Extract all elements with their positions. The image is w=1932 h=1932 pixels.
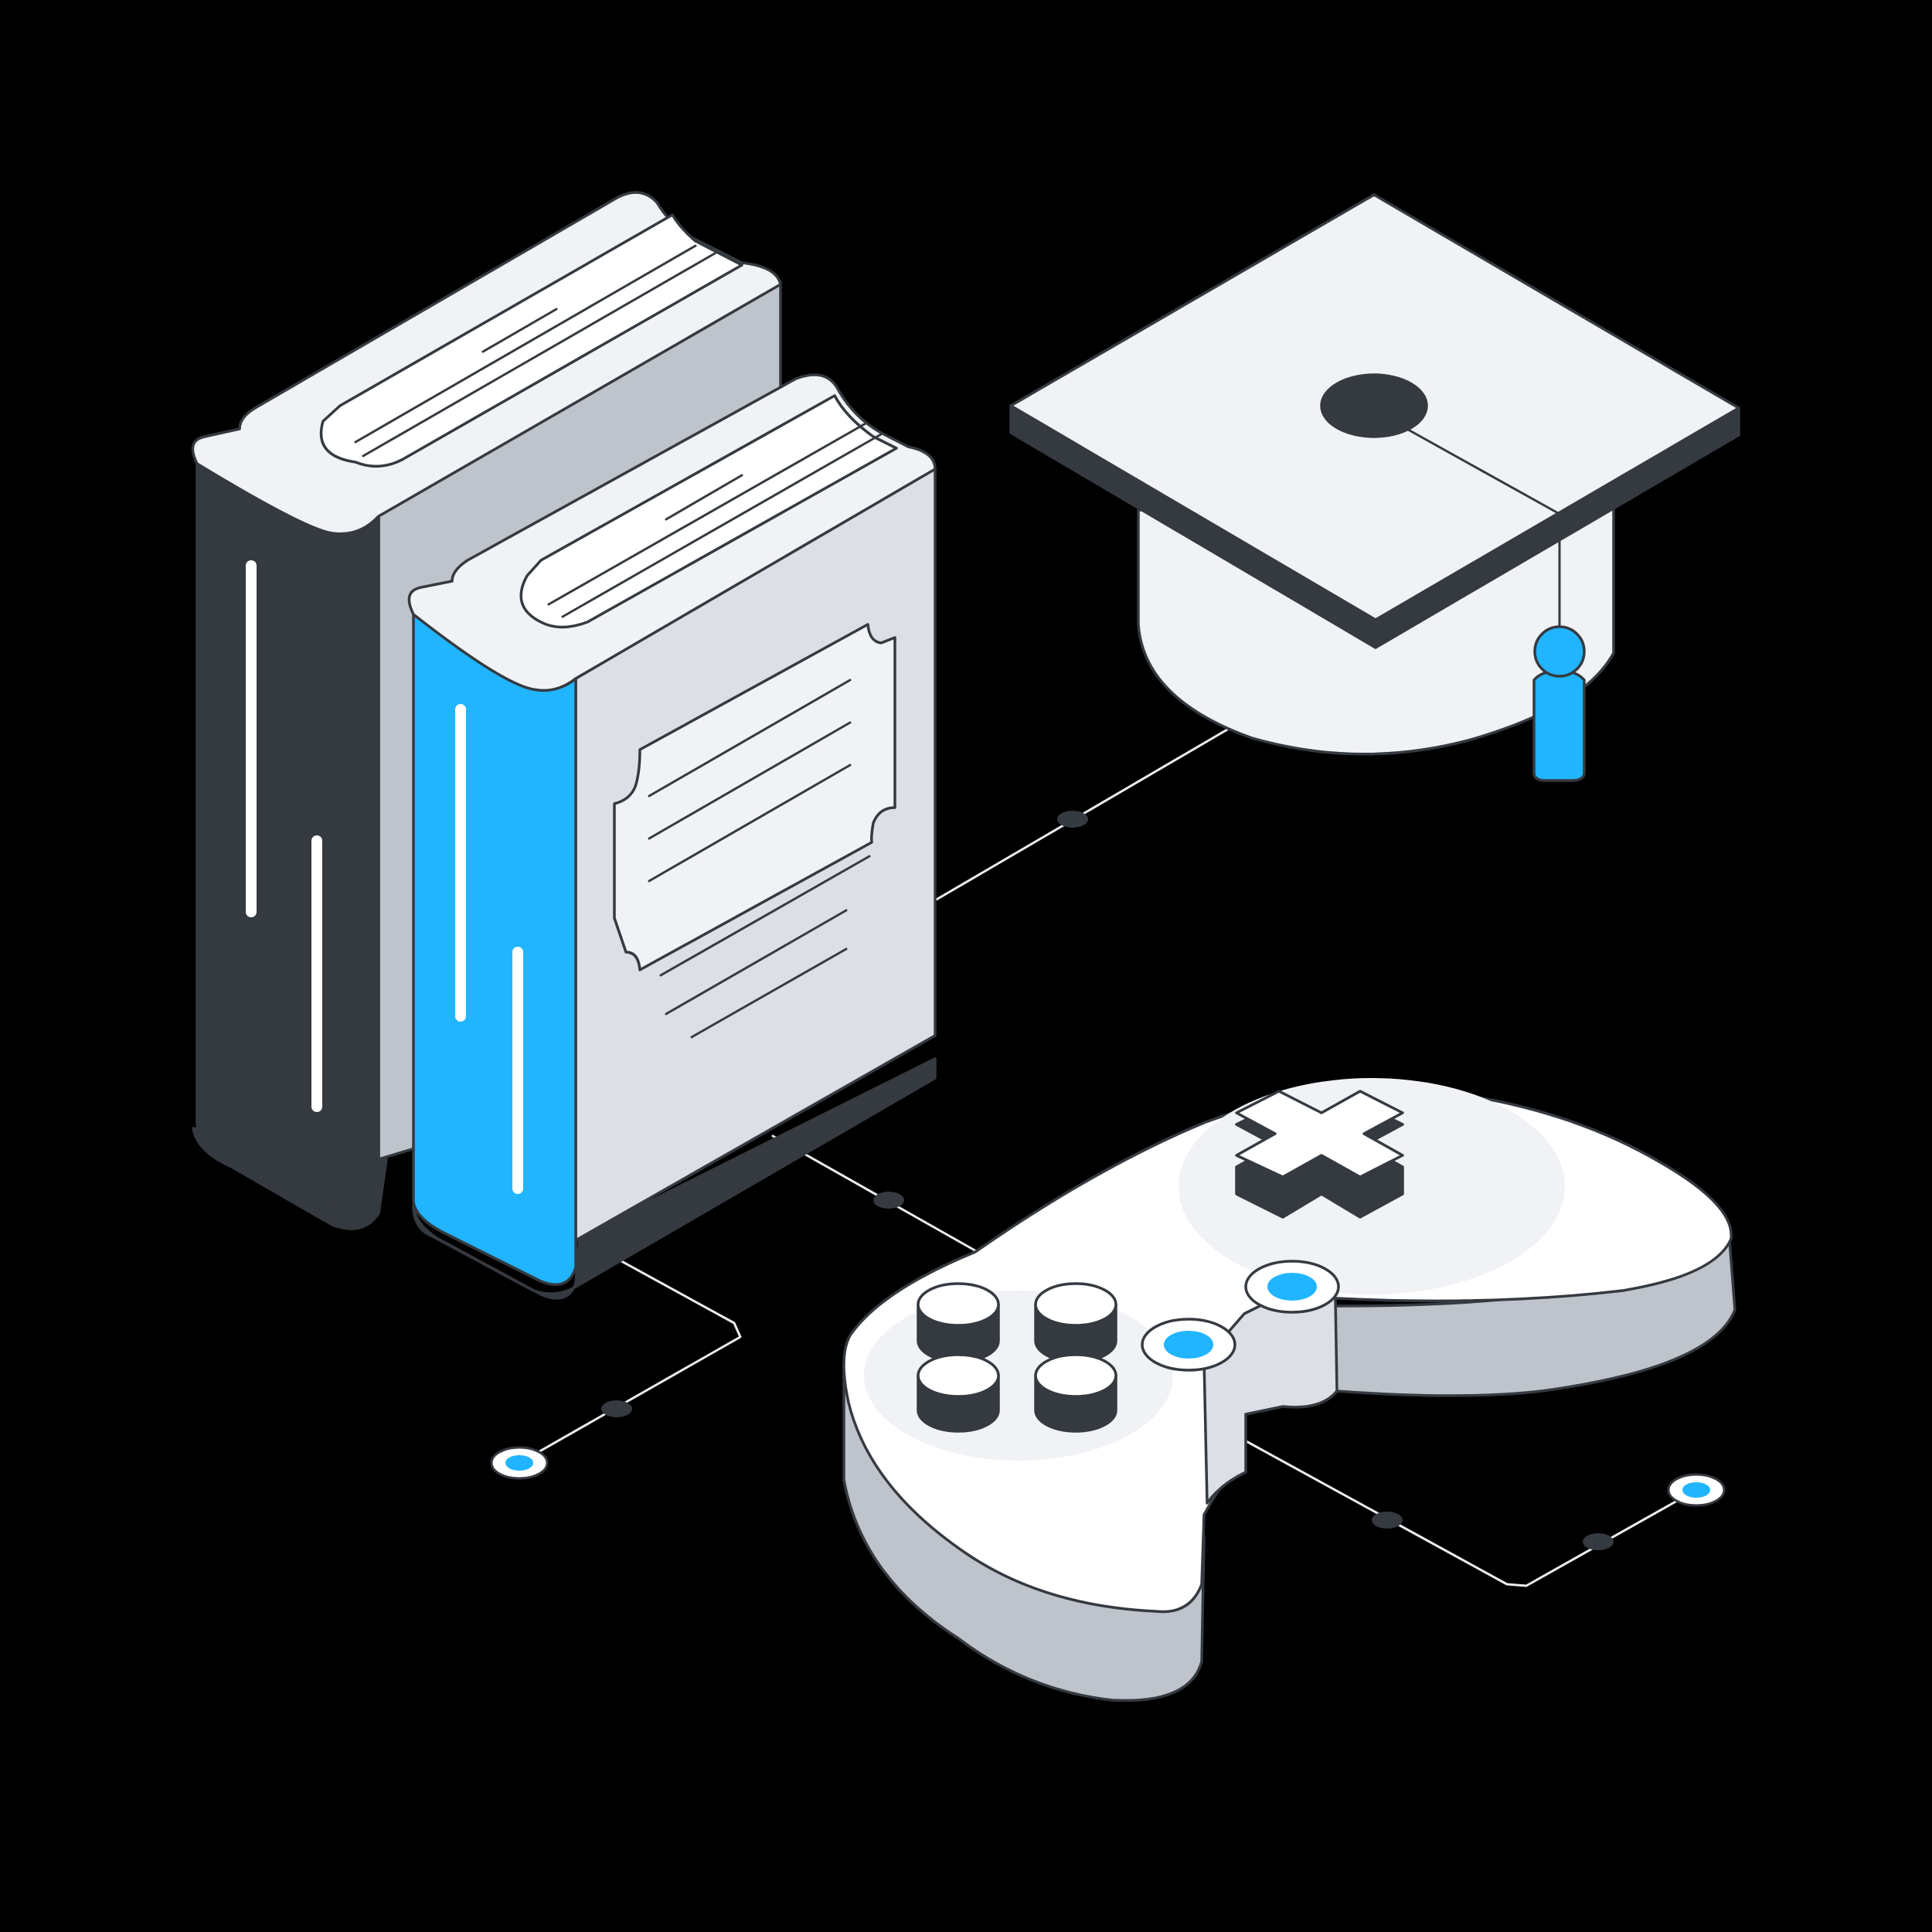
front-book-label-icon	[613, 623, 896, 971]
face-button-icon	[1034, 1353, 1117, 1433]
back-book-spine-stripes	[246, 560, 322, 1112]
front-book-spine	[412, 613, 577, 1286]
face-buttons	[917, 1282, 1117, 1433]
dpad-cross-icon	[1235, 1090, 1404, 1219]
connector-end-node-right	[1667, 1473, 1726, 1507]
connector-dots	[601, 811, 1614, 1550]
connector-controller-to-right-node	[1235, 1434, 1698, 1587]
book-stack-icon	[191, 191, 937, 1300]
front-book-page-lines	[547, 422, 883, 618]
face-button-area	[864, 1291, 1173, 1461]
back-book-spine	[196, 462, 380, 1219]
connector-dot	[1372, 1512, 1403, 1529]
front-book-pages	[519, 394, 898, 629]
connector-book-to-controller	[771, 1134, 979, 1253]
analog-stick-left-icon	[1141, 1318, 1236, 1372]
face-button-icon	[917, 1353, 1000, 1433]
cap-tassel-string	[1401, 425, 1561, 639]
graduation-cap-icon	[1009, 193, 1740, 782]
connector-book-to-left-node	[518, 1239, 742, 1464]
front-book-shadow	[412, 1057, 937, 1300]
face-button-icon	[1034, 1282, 1117, 1363]
connector-dot	[1057, 811, 1088, 828]
connector-dot	[1583, 1533, 1614, 1550]
front-book-spine-stripes	[455, 704, 523, 1194]
front-book	[407, 373, 937, 1300]
connector-end-node-left	[490, 1446, 549, 1480]
back-book-page-lines	[354, 244, 720, 457]
game-controller-icon	[842, 1078, 1736, 1702]
face-button-icon	[917, 1282, 1000, 1363]
analog-stick-right-icon	[1244, 1260, 1340, 1314]
connector-dot	[601, 1400, 632, 1417]
front-book-cover-lines	[659, 855, 871, 1039]
cap-tassel	[1532, 625, 1586, 782]
cap-button	[1320, 373, 1428, 438]
connector-dot	[873, 1192, 904, 1209]
front-book-label-lines	[648, 679, 852, 883]
